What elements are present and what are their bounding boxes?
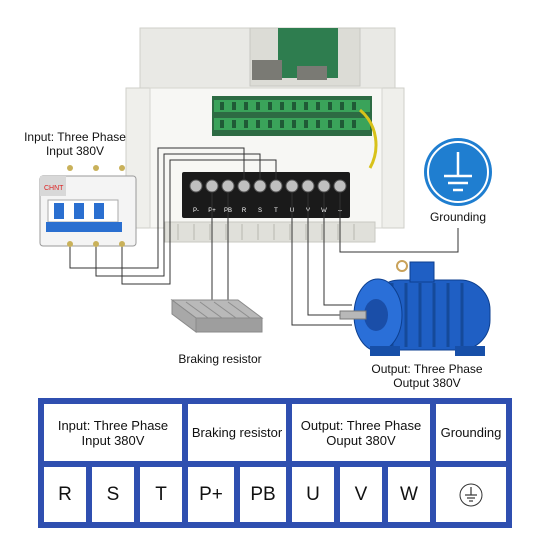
braking-resistor-label: Braking resistor: [178, 352, 262, 366]
cell-ground: [436, 467, 506, 522]
header-grounding: Grounding: [436, 404, 506, 461]
cell-pb: PB: [240, 467, 286, 522]
cell-u: U: [292, 467, 334, 522]
cell-p-plus: P+: [188, 467, 234, 522]
terminal-mark: S: [258, 208, 262, 214]
wiring-lines: [69, 147, 459, 326]
cell-v: V: [340, 467, 382, 522]
ground-icon: [459, 483, 483, 506]
circuit-breaker: CHNT: [39, 165, 137, 247]
wiring-diagram: P- P+ PB R S T U V W ⏚ CHNT: [39, 27, 492, 356]
breaker-brand: CHNT: [44, 185, 64, 192]
grounding-badge: [424, 138, 492, 206]
terminal-mark: R: [242, 208, 247, 214]
cell-w: W: [388, 467, 430, 522]
output-label: Output: Three Phase Output 380V: [371, 362, 483, 390]
grounding-label: Grounding: [429, 210, 487, 224]
header-braking-resistor: Braking resistor: [188, 404, 286, 461]
power-terminal-block: P- P+ PB R S T U V W ⏚: [182, 172, 350, 218]
cell-t: T: [140, 467, 182, 522]
header-output: Output: Three Phase Ouput 380V: [292, 404, 430, 461]
cell-r: R: [44, 467, 86, 522]
cell-s: S: [92, 467, 134, 522]
terminal-mark: T: [274, 208, 278, 214]
ground-icon: [444, 152, 472, 192]
input-label: Input: Three Phase Input 380V: [24, 130, 126, 158]
terminal-mark: P-: [193, 208, 199, 214]
three-phase-motor: [339, 260, 491, 356]
header-input: Input: Three Phase Input 380V: [44, 404, 182, 461]
terminal-table: Input: Three Phase Input 380V Braking re…: [38, 398, 512, 528]
braking-resistor: [170, 299, 264, 333]
